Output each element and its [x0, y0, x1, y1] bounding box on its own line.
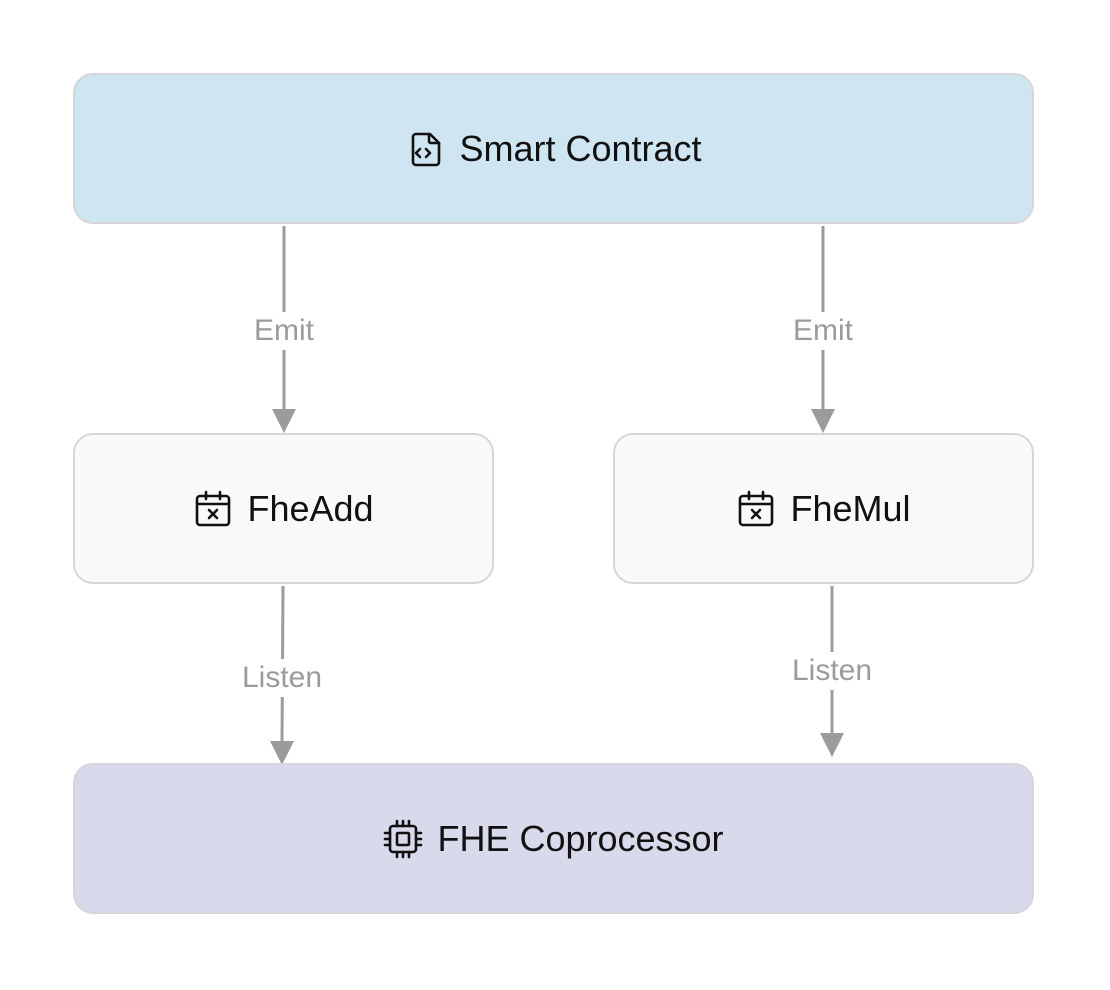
edge-label-emit-add: Emit — [252, 312, 316, 350]
smart-contract-label: Smart Contract — [459, 127, 702, 169]
calendar-x-icon — [736, 489, 776, 529]
smart-contract-node[interactable]: Smart Contract — [73, 73, 1034, 224]
calendar-x-icon — [193, 489, 233, 529]
edge-label-listen-mul: Listen — [789, 652, 875, 690]
fhe-coprocessor-label: FHE Coprocessor — [437, 817, 724, 859]
arrowhead-contract-to-mul — [811, 409, 835, 433]
fhe-coprocessor-node[interactable]: FHE Coprocessor — [73, 763, 1034, 914]
fhe-mul-label: FheMul — [790, 487, 911, 529]
arrowhead-contract-to-add — [272, 409, 296, 433]
fhe-add-label: FheAdd — [247, 487, 374, 529]
code-file-icon — [405, 129, 445, 169]
edge-label-emit-mul: Emit — [791, 312, 855, 350]
cpu-chip-icon — [383, 819, 423, 859]
arrowhead-add-to-coprocessor — [270, 741, 294, 765]
arrowhead-mul-to-coprocessor — [820, 733, 844, 757]
fhe-add-node[interactable]: FheAdd — [73, 433, 494, 584]
edge-label-listen-add: Listen — [239, 659, 325, 697]
fhe-mul-node[interactable]: FheMul — [613, 433, 1034, 584]
